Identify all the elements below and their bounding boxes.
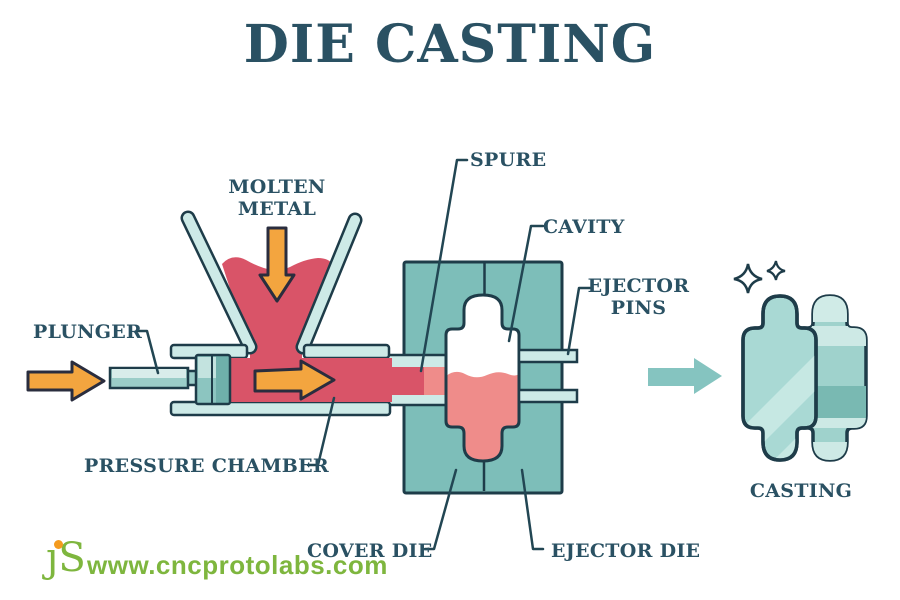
sparkle-small-icon [766, 260, 786, 281]
page-title: DIE CASTING [243, 14, 657, 75]
logo-text: ȷS [46, 535, 86, 581]
die-parting-line [482, 263, 486, 491]
casting-part [741, 294, 868, 462]
website-link[interactable]: www.cncprotolabs.com [87, 550, 388, 580]
label-ejector-die: EJECTOR DIE [551, 540, 701, 562]
injection-arrow-icon [253, 359, 336, 401]
label-pressure-chamber: PRESSURE CHAMBER [84, 455, 330, 477]
leader-plunger [135, 329, 160, 375]
plunger-push-arrow-icon [26, 360, 106, 402]
label-ejector-pins: EJECTOR PINS [587, 275, 690, 319]
plunger-assembly [108, 353, 232, 406]
label-spure: SPURE [470, 149, 547, 171]
leader-ejector-die [520, 468, 545, 551]
pour-down-arrow-icon [258, 226, 296, 303]
label-molten-metal: MOLTEN METAL [228, 176, 326, 220]
leader-spure [419, 158, 469, 373]
sparkle-icons [733, 260, 786, 294]
label-plunger: PLUNGER [33, 321, 143, 343]
leader-cavity [507, 224, 545, 343]
label-cavity: CAVITY [543, 216, 625, 238]
sparkle-large-icon [733, 263, 763, 294]
label-casting: CASTING [749, 480, 853, 502]
leader-pressure-chamber [306, 396, 336, 467]
brand-logo: ȷS [46, 538, 86, 578]
ejection-arrow-icon [648, 358, 722, 394]
leader-cover-die [423, 468, 458, 551]
leader-ejector-pins [566, 286, 592, 356]
funnel-molten-metal [222, 257, 333, 380]
leader-lines [135, 158, 592, 551]
die-cavity [444, 293, 521, 463]
funnel-walls [180, 210, 363, 355]
label-cover-die: COVER DIE [307, 540, 433, 562]
ejector-pins [517, 348, 579, 404]
logo-dot-icon [54, 540, 63, 549]
